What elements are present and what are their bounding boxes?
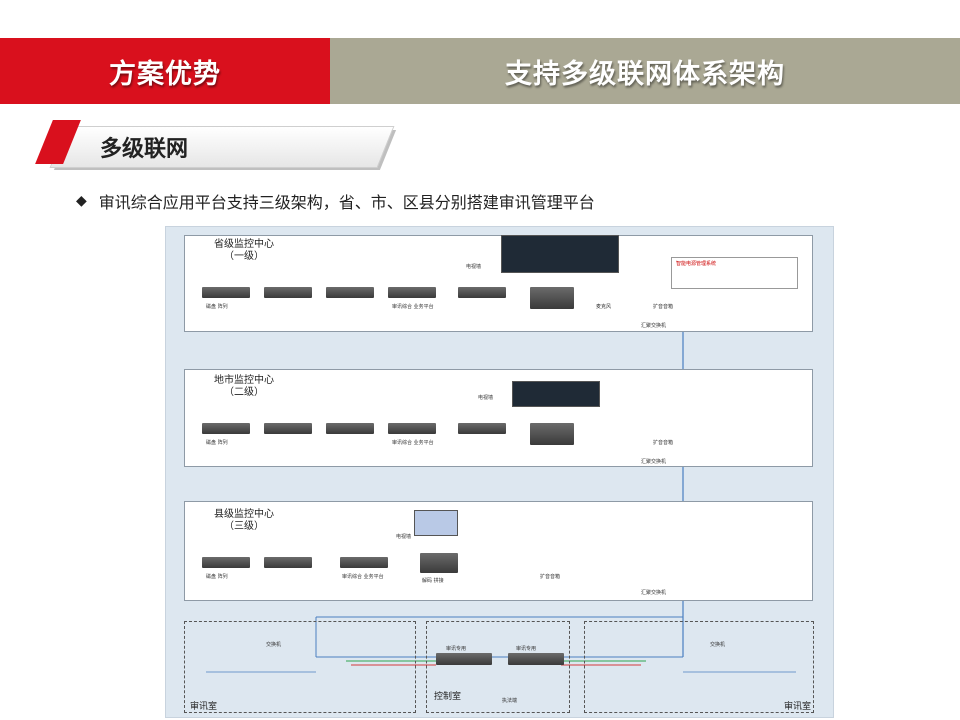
level2-disk-label: 磁盘 阵列 [206, 440, 228, 446]
level3-platform-label: 审讯综合 业务平台 [342, 574, 384, 580]
level2-disk-1 [202, 423, 250, 434]
level2-title-line1: 地市监控中心 [214, 375, 274, 386]
level3-title-line1: 县级监控中心 [214, 509, 274, 520]
level1-switch-label: 汇聚交换机 [641, 323, 667, 329]
network-architecture-diagram: 省级监控中心 （一级） 电视墙 智能电源管理系统 磁盘 阵列 审讯综合 业务平台… [165, 226, 834, 718]
section-banner: 多级联网 [35, 120, 397, 172]
bullet-text: 审讯综合应用平台支持三级架构，省、市、区县分别搭建审讯管理平台 [98, 193, 595, 212]
diamond-bullet-icon: ◆ [76, 193, 87, 209]
level1-title: 省级监控中心 （一级） [204, 239, 284, 263]
control-dedicated-2 [508, 653, 564, 665]
right-room-label: 审讯室 [784, 702, 812, 712]
smart-mgmt-label: 智能电源管理系统 [676, 261, 717, 267]
level3-decoder-label: 解码 拼接 [422, 578, 444, 584]
level3-decoder [420, 553, 458, 573]
level1-title-line1: 省级监控中心 [214, 239, 274, 250]
level3-platform [340, 557, 388, 568]
left-interrogation-room [184, 621, 416, 713]
level3-title: 县级监控中心 （三级） [204, 509, 284, 533]
level2-speaker-label: 扩音音箱 [653, 440, 674, 446]
bullet-point: ◆ 审讯综合应用平台支持三级架构，省、市、区县分别搭建审讯管理平台 [76, 189, 595, 213]
level2-tv-wall [512, 381, 600, 407]
level3-switch-label: 汇聚交换机 [641, 590, 667, 596]
level2-title-line2: （二级） [224, 387, 264, 398]
level1-title-line2: （一级） [224, 251, 264, 262]
level1-decoder [530, 287, 574, 309]
level1-platform-2 [458, 287, 506, 298]
level3-tv-wall [414, 510, 458, 536]
level1-disk-1 [202, 287, 250, 298]
control-exec-label: 执法端 [502, 698, 518, 704]
level1-speaker-label: 扩音音箱 [653, 304, 674, 310]
level1-disk-label: 磁盘 阵列 [206, 304, 228, 310]
control-room-label: 控制室 [434, 692, 462, 702]
control-dedicated-1 [436, 653, 492, 665]
right-switch-label: 交换机 [710, 642, 726, 648]
level1-disk-3 [326, 287, 374, 298]
left-room-label: 审讯室 [190, 702, 218, 712]
level3-disk-2 [264, 557, 312, 568]
level1-tv-wall-label: 电视墙 [466, 264, 482, 270]
level3-disk-1 [202, 557, 250, 568]
left-switch-label: 交换机 [266, 642, 282, 648]
level3-disk-label: 磁盘 阵列 [206, 574, 228, 580]
right-interrogation-room [584, 621, 814, 713]
level2-switch-label: 汇聚交换机 [641, 459, 667, 465]
smart-mgmt-box: 智能电源管理系统 [671, 257, 798, 289]
control-dedicated-label-2: 审讯专用 [516, 646, 537, 652]
level1-platform-1 [388, 287, 436, 298]
level2-disk-3 [326, 423, 374, 434]
level2-platform-2 [458, 423, 506, 434]
header-left-title: 方案优势 [0, 38, 330, 104]
level2-decoder [530, 423, 574, 445]
level2-platform-label: 审讯综合 业务平台 [392, 440, 434, 446]
level1-mic-label: 麦克风 [596, 304, 612, 310]
level3-speaker-label: 扩音音箱 [540, 574, 561, 580]
header-right-title: 支持多级联网体系架构 [330, 38, 960, 104]
level2-title: 地市监控中心 （二级） [204, 375, 284, 399]
section-title: 多级联网 [100, 137, 189, 162]
control-dedicated-label-1: 审讯专用 [446, 646, 467, 652]
control-room [426, 621, 570, 713]
level3-tv-wall-label: 电视墙 [396, 534, 412, 540]
level2-tv-wall-label: 电视墙 [478, 395, 494, 401]
level2-platform-1 [388, 423, 436, 434]
level3-title-line2: （三级） [224, 521, 264, 532]
level2-box [184, 369, 813, 467]
level2-disk-2 [264, 423, 312, 434]
level1-disk-2 [264, 287, 312, 298]
level1-tv-wall [501, 235, 619, 273]
level3-box [184, 501, 813, 601]
level1-platform-label: 审讯综合 业务平台 [392, 304, 434, 310]
